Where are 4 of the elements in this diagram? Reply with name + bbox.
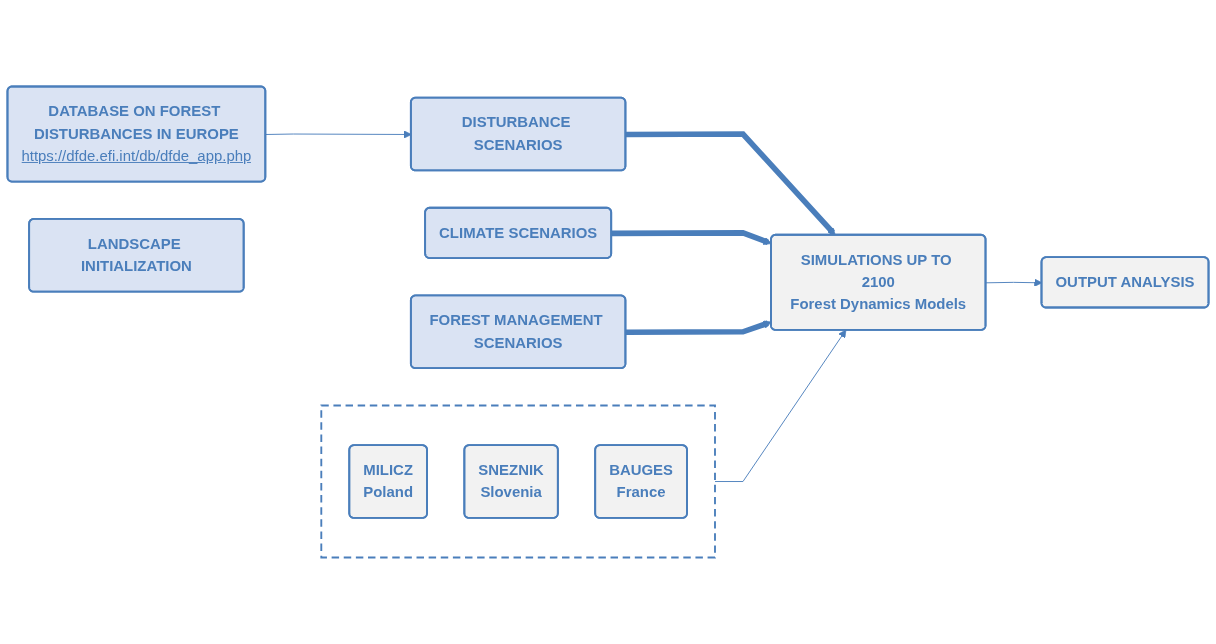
arrow: [625, 320, 772, 336]
arrow: [611, 230, 772, 245]
cluster: [320, 404, 716, 559]
arrow: [625, 131, 836, 236]
